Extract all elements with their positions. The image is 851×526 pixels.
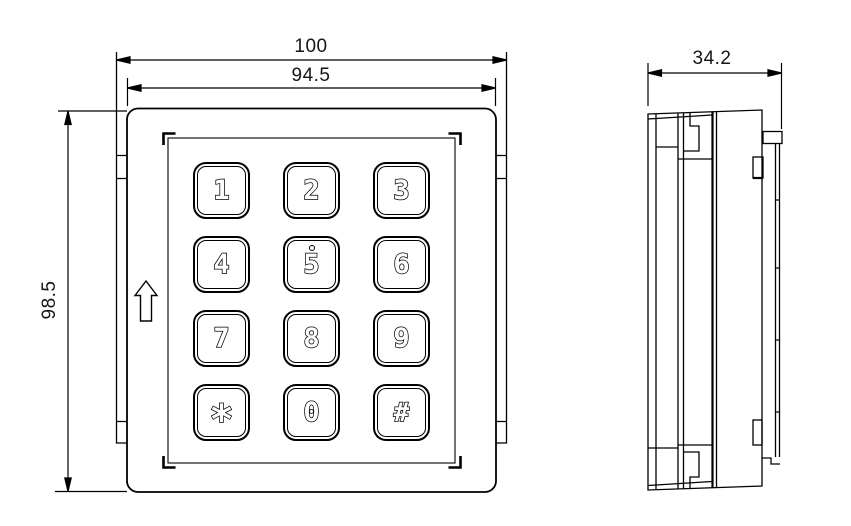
corner-bracket-top-right <box>448 132 462 145</box>
dimension-label-depth: 34.2 <box>692 48 732 69</box>
key-9-label: 9 <box>393 323 411 354</box>
rear-bracket <box>752 130 783 465</box>
dimension-line-depth <box>647 63 783 129</box>
dimension-label-overall-height: 98.5 <box>39 280 60 320</box>
bottom-clip <box>648 444 713 489</box>
key-4-label: 4 <box>213 249 231 280</box>
dimension-line-overall-height <box>55 110 127 493</box>
key-2: 2 <box>283 162 340 219</box>
tactile-dot <box>308 245 315 251</box>
dimension-label-face-width: 94.5 <box>291 65 331 86</box>
corner-bracket-bottom-right <box>448 456 462 469</box>
key-8-label: 8 <box>303 323 321 354</box>
key-6-label: 6 <box>393 249 411 280</box>
key-7: 7 <box>193 310 250 367</box>
dimension-line-overall-width <box>116 56 507 64</box>
key-5: 5 <box>283 236 340 293</box>
key-3-label: 3 <box>393 175 411 206</box>
side-body-outline <box>647 109 763 491</box>
dimension-lines <box>55 56 783 493</box>
key-8: 8 <box>283 310 340 367</box>
keypad-plate-outline <box>167 137 456 464</box>
key-star: * <box>193 384 250 441</box>
key-0: 0 <box>283 384 340 441</box>
front-view <box>115 52 508 493</box>
corner-bracket-icons <box>162 132 462 469</box>
key-2-label: 2 <box>303 175 321 206</box>
key-0-label: 0 <box>303 397 321 428</box>
side-view <box>647 109 783 491</box>
key-6: 6 <box>373 236 430 293</box>
key-3: 3 <box>373 162 430 219</box>
up-arrow-icon <box>133 279 159 322</box>
key-9: 9 <box>373 310 430 367</box>
key-7-label: 7 <box>213 323 231 354</box>
key-5-label: 5 <box>303 249 321 280</box>
key-star-label: * <box>209 396 235 443</box>
dimension-label-overall-width: 100 <box>294 36 328 57</box>
top-clip <box>656 113 713 160</box>
key-hash-label: # <box>393 397 410 428</box>
front-panel-outline <box>126 107 497 493</box>
key-1-label: 1 <box>213 175 231 206</box>
key-hash: # <box>373 384 430 441</box>
corner-bracket-top-left <box>162 132 176 145</box>
keypad-grid: 1 2 3 4 5 6 7 8 9 * 0 <box>193 162 430 441</box>
dimension-line-face-width <box>126 78 497 106</box>
side-rims <box>115 52 508 444</box>
key-4: 4 <box>193 236 250 293</box>
corner-bracket-bottom-left <box>162 456 176 469</box>
key-1: 1 <box>193 162 250 219</box>
